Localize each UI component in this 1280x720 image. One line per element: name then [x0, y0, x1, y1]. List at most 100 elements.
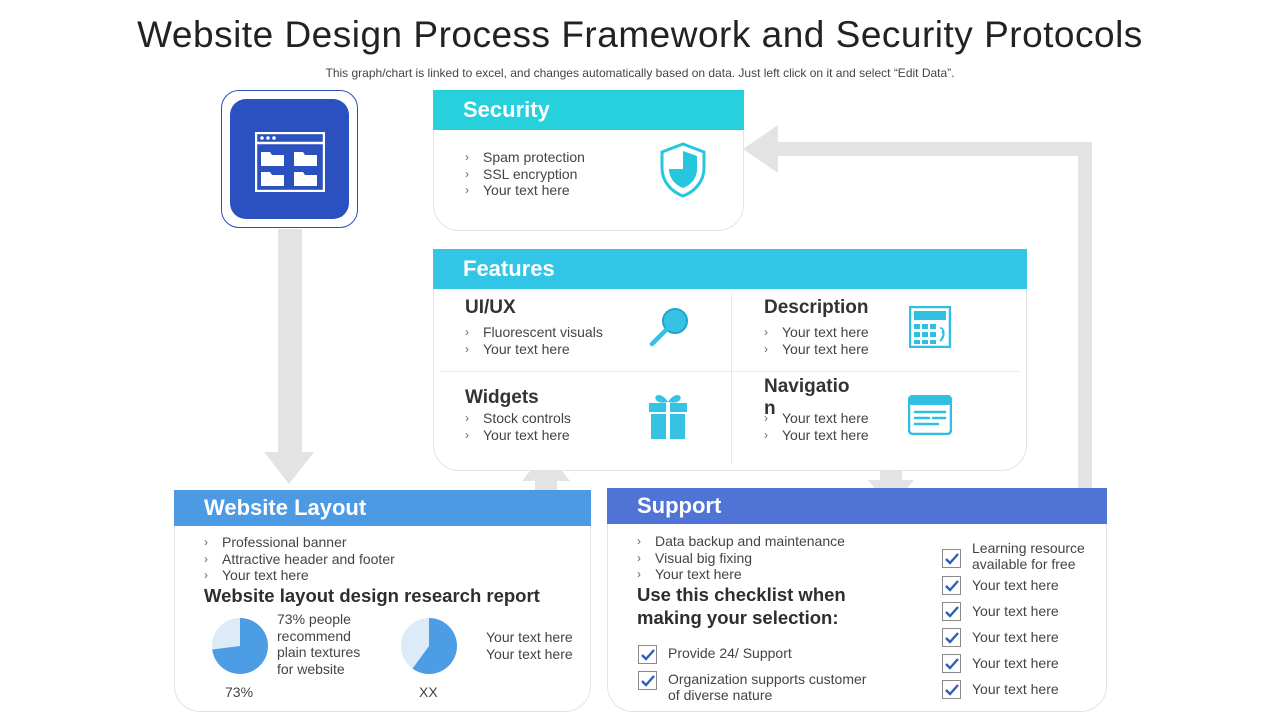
- pie-2-description: Your text here Your text here: [486, 629, 573, 662]
- checklist-item[interactable]: Your text here: [942, 576, 1059, 595]
- list-item: Your text here: [764, 341, 869, 358]
- list-item: Your text here: [204, 567, 395, 584]
- checkbox[interactable]: [638, 671, 657, 690]
- check-label-line: of diverse nature: [668, 687, 773, 703]
- widgets-list: Stock controls Your text here: [465, 410, 571, 443]
- uiux-title: UI/UX: [465, 297, 516, 318]
- page-subtitle: This graph/chart is linked to excel, and…: [325, 66, 955, 80]
- pie-1-description: 73% people recommend plain textures for …: [277, 611, 360, 677]
- navigation-title-line-2: n: [764, 398, 776, 419]
- check-label: Your text here: [972, 577, 1059, 593]
- checkmark-icon: [945, 684, 959, 696]
- check-label: Your text here: [972, 681, 1059, 697]
- checkmark-icon: [945, 632, 959, 644]
- security-list: Spam protection SSL encryption Your text…: [465, 149, 585, 199]
- list-item: Spam protection: [465, 149, 585, 166]
- pie-2-text-line: Your text here: [486, 645, 573, 662]
- pie-1-text-line: 73% people: [277, 611, 351, 627]
- list-item: Your text here: [465, 182, 585, 199]
- pie-2-caption: XX: [419, 684, 438, 700]
- list-item: Your text here: [465, 341, 603, 358]
- check-label-line: available for free: [972, 556, 1076, 572]
- security-header: Security: [433, 90, 744, 130]
- logo-frame: [221, 90, 358, 228]
- check-label: Provide 24/ Support: [668, 645, 792, 661]
- website-layout-card: [174, 490, 591, 712]
- page-title: Website Design Process Framework and Sec…: [137, 14, 1143, 55]
- navigation-title-line-1: Navigatio: [764, 376, 850, 397]
- list-item: Professional banner: [204, 534, 395, 551]
- gift-icon: [649, 395, 687, 439]
- checklist-title: Use this checklist when making your sele…: [637, 583, 846, 629]
- checklist-item[interactable]: Your text here: [942, 602, 1059, 621]
- check-label-line: Organization supports customer: [668, 671, 867, 687]
- checklist-title-line: making your selection:: [637, 607, 839, 628]
- list-item: Attractive header and footer: [204, 551, 395, 568]
- list-item: SSL encryption: [465, 166, 585, 183]
- checklist-item[interactable]: Your text here: [942, 628, 1059, 647]
- checklist-title-line: Use this checklist when: [637, 584, 846, 605]
- features-header: Features: [433, 249, 1027, 289]
- list-item: Your text here: [764, 427, 869, 444]
- support-list: Data backup and maintenance Visual big f…: [637, 533, 845, 583]
- checkbox[interactable]: [942, 654, 961, 673]
- shield-icon: [660, 142, 706, 198]
- arrow-support-to-security-head: [743, 125, 778, 173]
- list-item: Fluorescent visuals: [465, 324, 603, 341]
- check-label-line: Learning resource: [972, 540, 1085, 556]
- checklist-item[interactable]: Your text here: [942, 654, 1059, 673]
- checklist-item[interactable]: Your text here: [942, 680, 1059, 699]
- list-item: Stock controls: [465, 410, 571, 427]
- support-header: Support: [607, 488, 1107, 524]
- arrow-support-to-security-horizontal: [776, 142, 1092, 156]
- list-item: Your text here: [764, 410, 869, 427]
- checklist-item[interactable]: Provide 24/ Support: [638, 645, 792, 664]
- checkmark-icon: [641, 675, 655, 687]
- list-item: Your text here: [465, 427, 571, 444]
- support-card: [607, 488, 1107, 712]
- widgets-title: Widgets: [465, 387, 539, 408]
- arrow-support-to-security-vertical: [1078, 142, 1092, 488]
- checkmark-icon: [945, 606, 959, 618]
- browser-window-icon: [908, 395, 952, 435]
- pie-chart-xx: [401, 618, 458, 674]
- pie-2-text-line: Your text here: [486, 629, 573, 645]
- logo-tile: [230, 99, 349, 219]
- features-divider-horizontal: [441, 371, 1019, 372]
- check-label-line: Provide 24/ Support: [668, 645, 792, 661]
- pie-1-text-line: plain textures: [277, 644, 361, 660]
- check-label: Your text here: [972, 603, 1059, 619]
- features-divider-vertical: [731, 293, 732, 463]
- checkmark-icon: [945, 580, 959, 592]
- checkbox[interactable]: [942, 576, 961, 595]
- description-title: Description: [764, 297, 869, 318]
- checkmark-icon: [945, 658, 959, 670]
- checkbox[interactable]: [942, 602, 961, 621]
- navigation-list: Your text here Your text here: [764, 410, 869, 443]
- uiux-list: Fluorescent visuals Your text here: [465, 324, 603, 357]
- report-title: Website layout design research report: [204, 585, 540, 606]
- checkbox[interactable]: [638, 645, 657, 664]
- website-layout-list: Professional banner Attractive header an…: [204, 534, 395, 584]
- list-item: Your text here: [637, 566, 845, 583]
- description-list: Your text here Your text here: [764, 324, 869, 357]
- website-layout-header: Website Layout: [174, 490, 591, 526]
- list-item: Data backup and maintenance: [637, 533, 845, 550]
- checkbox[interactable]: [942, 549, 961, 568]
- arrow-logo-to-layout: [278, 229, 302, 455]
- checkbox[interactable]: [942, 680, 961, 699]
- pie-1-text-line: for website: [277, 660, 345, 677]
- checkbox[interactable]: [942, 628, 961, 647]
- pie-chart-73: [212, 618, 268, 674]
- check-label: Your text here: [972, 629, 1059, 645]
- magnifier-icon: [649, 308, 688, 347]
- folder-window-icon: [255, 132, 325, 192]
- navigation-title: Navigatio n: [764, 376, 850, 420]
- pie-1-text-line: recommend: [277, 627, 351, 644]
- check-label: Your text here: [972, 655, 1059, 671]
